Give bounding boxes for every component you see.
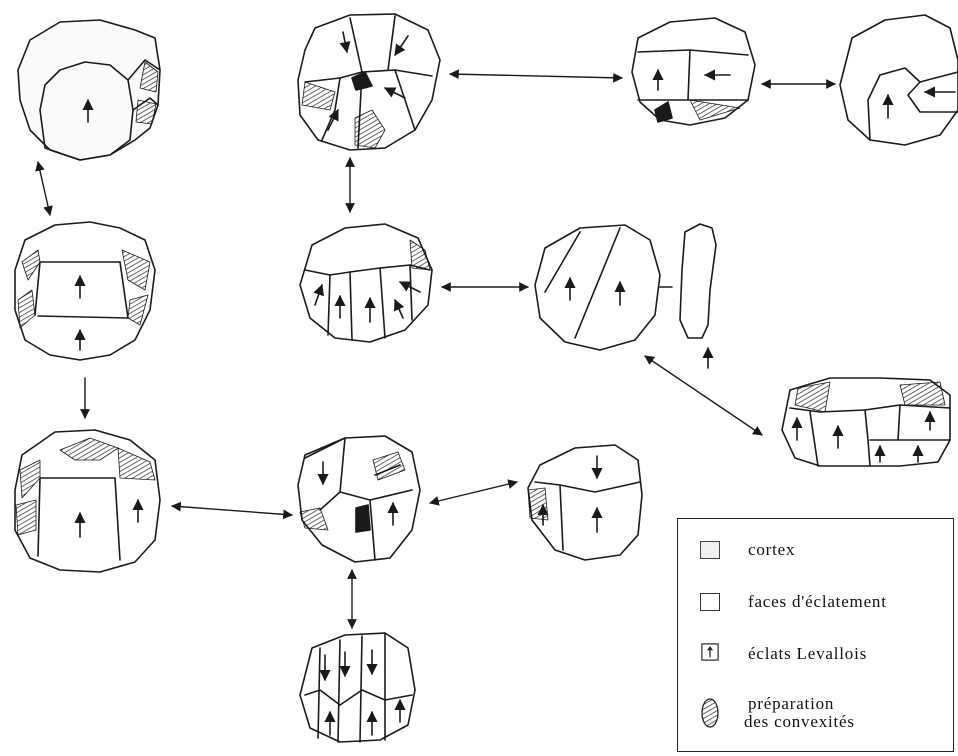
- arrow-core10-core11: [645, 356, 762, 435]
- core-8-recurrent-nucleus: [632, 18, 755, 125]
- core-5-unipolar-nucleus: [300, 224, 432, 342]
- core-2-prepared-nucleus: [15, 222, 155, 360]
- legend-item-cortex: cortex: [678, 537, 953, 577]
- flake-profile-side-view: [680, 224, 716, 368]
- hatched-oval-swatch-icon: [700, 697, 720, 729]
- core-11-elongated-nucleus: [782, 378, 950, 466]
- arrow-core1-core2: [38, 162, 50, 215]
- legend-label-cortex: cortex: [748, 540, 795, 560]
- core-10-preferential-flake-nucleus: [535, 225, 672, 350]
- legend-item-flake-scars: faces d'éclatement: [678, 589, 953, 629]
- legend-item-convexity-preparation: préparation des convexités: [678, 687, 953, 739]
- legend-box: cortex faces d'éclatement éclats Levallo…: [677, 518, 954, 752]
- core-7-parallel-removals-nucleus: [300, 633, 415, 742]
- legend-label-convexity-preparation-line1: préparation: [748, 695, 834, 713]
- core-1-cortical-nucleus: [18, 20, 160, 160]
- legend-item-levallois-flakes: éclats Levallois: [678, 641, 953, 681]
- levallois-arrow-swatch-icon: [700, 643, 720, 661]
- legend-label-convexity-preparation-line2: des convexités: [744, 713, 855, 731]
- core-4-centripetal-nucleus: [298, 14, 440, 150]
- core-9-lateral-flake-nucleus: [840, 15, 958, 145]
- core-12-lateral-scar-nucleus: [528, 445, 642, 560]
- arrow-core3-core6: [172, 506, 292, 515]
- cortex-swatch-icon: [700, 541, 720, 559]
- arrow-core6-core12: [430, 482, 517, 503]
- flake-scar-swatch-icon: [700, 593, 720, 611]
- legend-label-levallois-flakes: éclats Levallois: [748, 644, 867, 664]
- arrow-core4-core8: [450, 74, 622, 78]
- core-3-nucleus-with-scar: [15, 430, 160, 572]
- legend-label-flake-scars: faces d'éclatement: [748, 592, 887, 612]
- core-6-bipolar-nucleus: [298, 436, 420, 562]
